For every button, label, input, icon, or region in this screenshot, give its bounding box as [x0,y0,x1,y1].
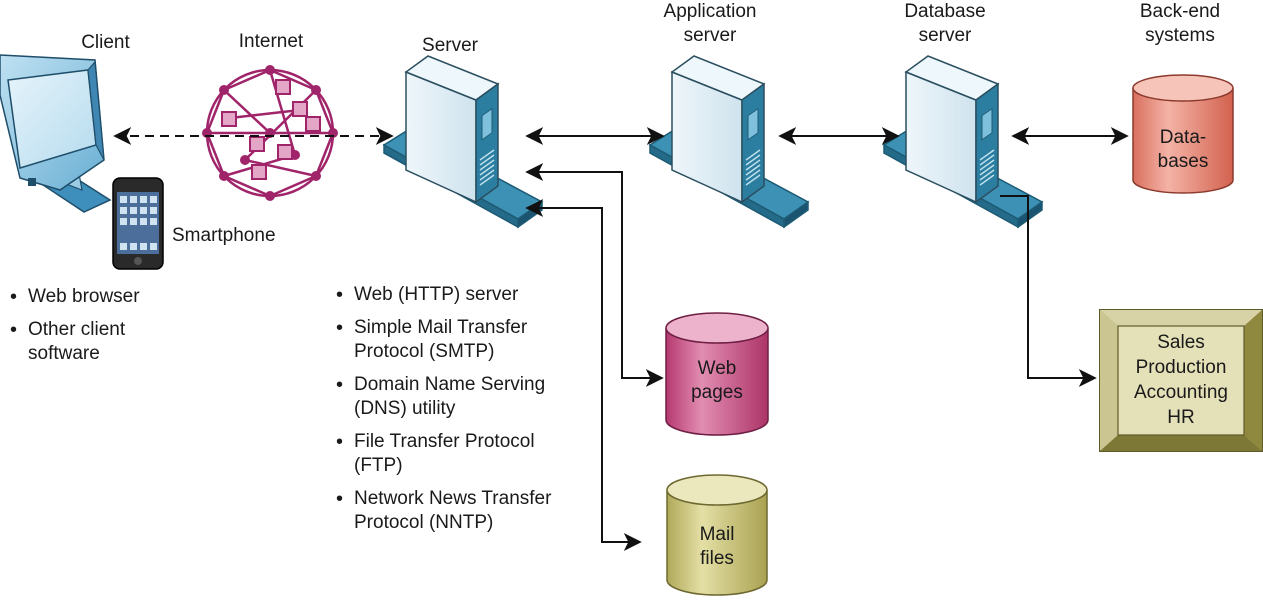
web-pages-cylinder-icon [665,312,769,436]
client-monitor-icon [0,54,112,213]
database-server-icon [883,55,1043,228]
server-services-list: Web (HTTP) server Simple Mail Transfer P… [334,283,551,544]
backend-systems-list: Sales Production Accounting HR [1133,332,1228,428]
list-item: File Transfer Protocol (FTP) [334,430,551,478]
list-item: Network News Transfer Protocol (NNTP) [334,487,551,535]
smartphone-icon [112,177,164,270]
mail-files-label: Mail files [699,524,735,569]
smartphone-label: Smartphone [172,225,276,246]
web-pages-label: Web pages [691,358,743,403]
list-item: Web (HTTP) server [334,283,551,307]
server-icon [383,55,543,228]
list-item: Other client software [8,318,140,366]
client-label: Client [81,32,130,53]
list-item: Web browser [8,285,140,309]
backend-systems-box [1099,309,1263,452]
databases-label: Data- bases [1157,127,1209,172]
application-server-label: Application server [663,1,757,46]
server-label: Server [422,35,478,56]
application-server-icon [649,55,809,228]
database-server-label: Database server [904,1,986,46]
list-item: Domain Name Serving (DNS) utility [334,373,551,421]
client-software-list: Web browser Other client software [8,285,140,375]
internet-label: Internet [238,31,304,52]
backend-systems-label: Back-end systems [1139,1,1221,46]
databases-cylinder-icon [1132,74,1234,194]
dbserver-backend-arrow [1000,195,1097,387]
internet-globe-icon [202,65,338,201]
server-mailfiles-arrow [525,199,642,551]
list-item: Simple Mail Transfer Protocol (SMTP) [334,316,551,364]
mail-files-cylinder-icon [666,474,768,596]
